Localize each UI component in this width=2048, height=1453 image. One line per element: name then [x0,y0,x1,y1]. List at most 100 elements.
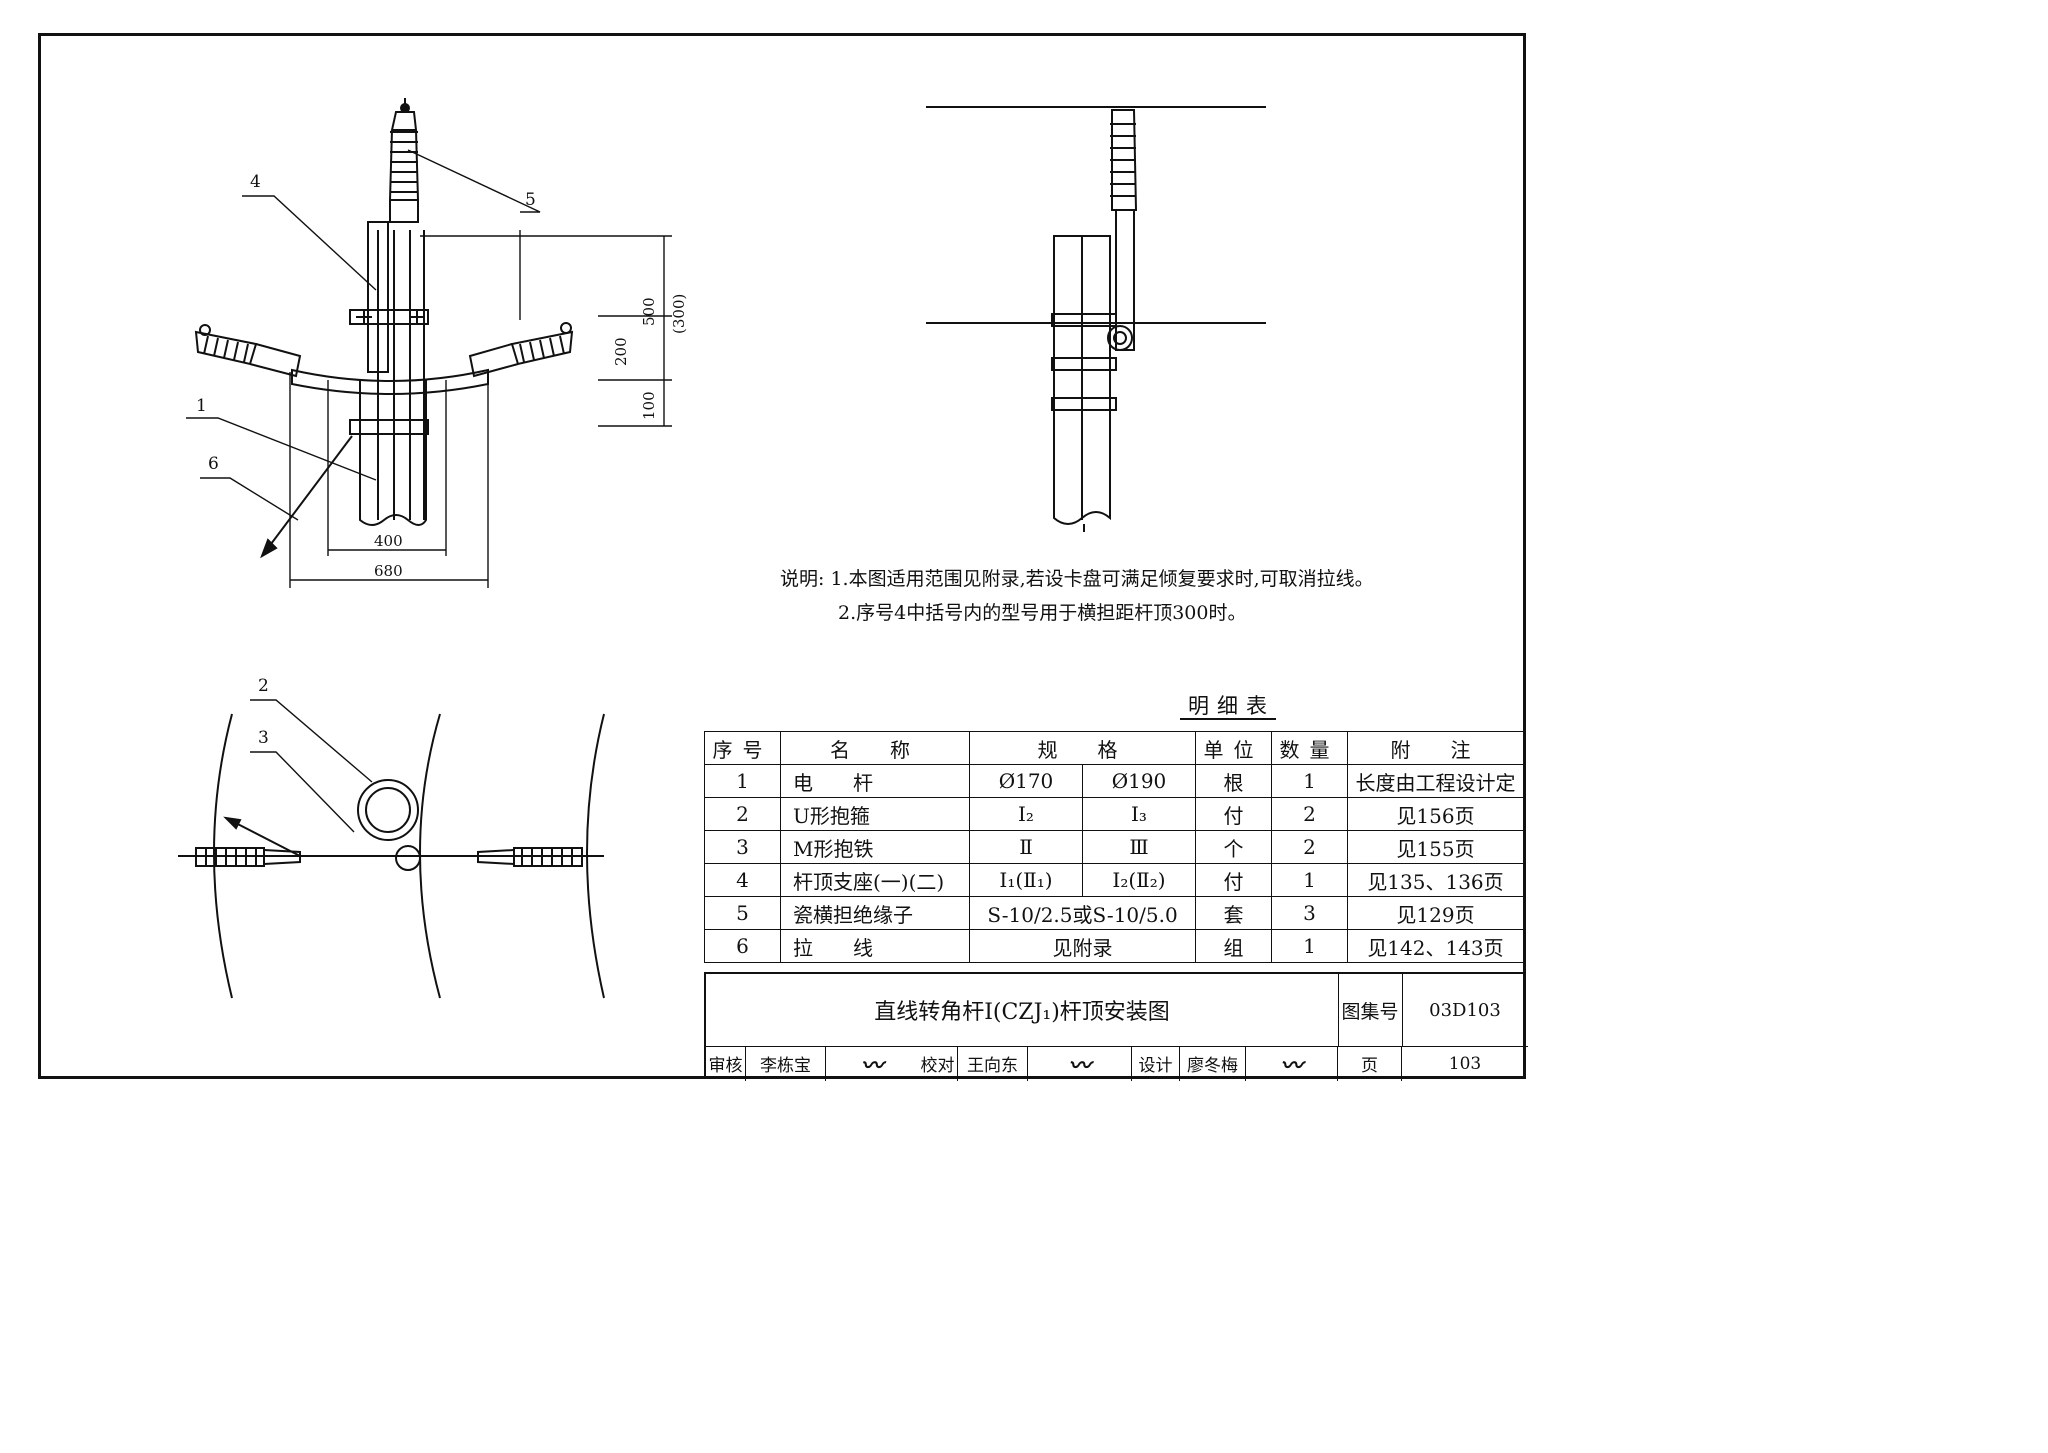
row-no: 4 [704,863,781,897]
parts-table: 序号 名 称 规 格 单位 数量 附 注 1 电 杆 Ø170 Ø190 根 1… [704,731,1524,963]
header-remark: 附 注 [1347,731,1524,765]
row-qty: 1 [1271,929,1348,963]
row-spec-1: I₁(Ⅱ₁) [969,863,1083,897]
row-name: U形抱箍 [780,797,970,831]
header-qty: 数量 [1271,731,1348,765]
technical-drawing [178,98,1266,999]
side-view [926,106,1266,532]
row-spec-2: Ⅲ [1082,830,1196,864]
page-number: 103 [1448,1053,1482,1074]
dimension-100: 100 [640,391,658,420]
row-no: 6 [704,929,781,963]
row-remark: 见135、136页 [1347,863,1524,897]
designer-name: 廖冬梅 [1180,1046,1246,1081]
row-no: 3 [704,830,781,864]
row-qty: 3 [1271,896,1348,930]
row-no: 5 [704,896,781,930]
row-no: 2 [704,797,781,831]
row-name: 电 杆 [780,764,970,798]
note-line-2: 2.序号4中括号内的型号用于横担距杆顶300时。 [838,602,1247,624]
row-unit: 付 [1195,863,1272,897]
table-header-row: 序号 名 称 规 格 单位 数量 附 注 [704,731,1524,765]
dimension-300: (300) [670,293,688,334]
drawing-frame [38,33,1526,1079]
row-qty: 2 [1271,797,1348,831]
header-name: 名 称 [780,731,970,765]
parts-table-title: 明细表 [1188,694,1275,718]
callout-6: 6 [208,454,219,474]
row-remark: 见156页 [1347,797,1524,831]
title-block: 直线转角杆I(CZJ₁)杆顶安装图 图集号 03D103 审核 李栋宝 〰 校对… [704,972,1528,1081]
plan-view [178,699,605,999]
row-remark: 长度由工程设计定 [1347,764,1524,798]
row-spec-1: I₂ [969,797,1083,831]
signature-row: 审核 李栋宝 〰 校对 王向东 〰 设计 廖冬梅 〰 页 103 [706,1046,1528,1081]
designer-signature: 〰 [1246,1046,1338,1081]
row-unit: 付 [1195,797,1272,831]
table-row: 6 拉 线 见附录 组 1 见142、143页 [704,929,1524,963]
row-qty: 2 [1271,830,1348,864]
row-unit: 组 [1195,929,1272,963]
row-remark: 见129页 [1347,896,1524,930]
design-label: 设计 [1132,1046,1180,1081]
row-spec-1: Ø170 [969,764,1083,798]
row-name: 拉 线 [780,929,970,963]
row-qty: 1 [1271,764,1348,798]
header-unit: 单位 [1195,731,1272,765]
callout-4: 4 [250,172,261,192]
left-insulator [194,324,302,378]
row-spec-2: I₃ [1082,797,1196,831]
row-unit: 个 [1195,830,1272,864]
check-label: 校对 [918,1046,958,1081]
reviewer-name: 李栋宝 [746,1046,826,1081]
row-name: 瓷横担绝缘子 [780,896,970,930]
double-pole [359,230,427,526]
top-insulator [388,98,420,223]
header-no: 序号 [704,731,781,765]
cross-arm [291,368,489,395]
u-clamp-lower [349,419,429,435]
row-spec-2: I₂(Ⅱ₂) [1082,863,1196,897]
page-label: 页 [1338,1046,1402,1081]
row-spec: S-10/2.5或S-10/5.0 [969,896,1196,930]
table-row: 4 杆顶支座(一)(二) I₁(Ⅱ₁) I₂(Ⅱ₂) 付 1 见135、136页 [704,863,1524,897]
checker-name: 王向东 [958,1046,1028,1081]
set-number-label: 图集号 [1338,974,1403,1047]
notes: 说明: 1.本图适用范围见附录,若设卡盘可满足倾复要求时,可取消拉线。 2.序号… [780,562,1374,630]
drawing-title: 直线转角杆I(CZJ₁)杆顶安装图 [706,974,1339,1047]
row-unit: 套 [1195,896,1272,930]
parts-table-title-underline [1180,718,1276,720]
row-spec: 见附录 [969,929,1196,963]
reviewer-signature: 〰 [860,1052,883,1079]
note-line-1: 说明: 1.本图适用范围见附录,若设卡盘可满足倾复要求时,可取消拉线。 [780,568,1374,590]
callout-2: 2 [258,676,269,696]
guy-wire [261,435,353,557]
u-clamp-upper [349,309,429,325]
dimension-680: 680 [374,562,403,580]
callout-1: 1 [196,396,207,416]
dimension-400: 400 [374,532,403,550]
dimension-500: 500 [640,297,658,326]
row-unit: 根 [1195,764,1272,798]
table-row: 3 M形抱铁 Ⅱ Ⅲ 个 2 见155页 [704,830,1524,864]
callout-3: 3 [258,728,269,748]
table-row: 2 U形抱箍 I₂ I₃ 付 2 见156页 [704,797,1524,831]
set-number: 03D103 [1402,974,1528,1047]
row-qty: 1 [1271,863,1348,897]
row-remark: 见155页 [1347,830,1524,864]
table-row: 1 电 杆 Ø170 Ø190 根 1 长度由工程设计定 [704,764,1524,798]
row-spec-2: Ø190 [1082,764,1196,798]
front-elevation-view [186,98,672,588]
right-insulator [468,322,574,378]
dimension-200: 200 [612,337,630,366]
table-row: 5 瓷横担绝缘子 S-10/2.5或S-10/5.0 套 3 见129页 [704,896,1524,930]
row-name: 杆顶支座(一)(二) [780,863,970,897]
callout-5: 5 [525,190,536,210]
row-no: 1 [704,764,781,798]
row-spec-1: Ⅱ [969,830,1083,864]
row-remark: 见142、143页 [1347,929,1524,963]
row-name: M形抱铁 [780,830,970,864]
checker-signature: 〰 [1028,1046,1132,1081]
review-label: 审核 [706,1046,746,1081]
header-spec: 规 格 [969,731,1196,765]
